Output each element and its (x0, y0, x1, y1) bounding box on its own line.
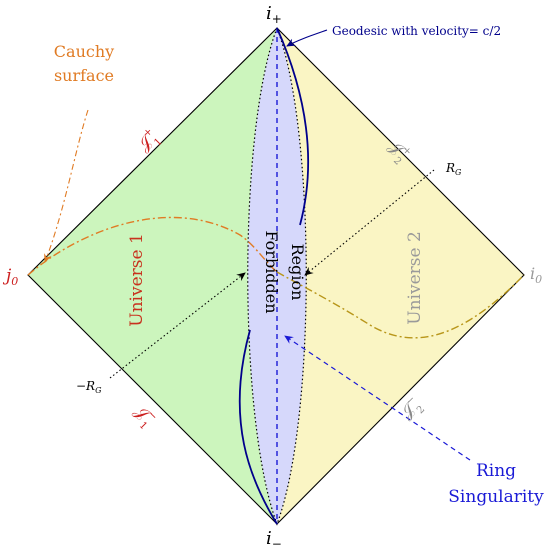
j0-left-label: j0 (2, 266, 18, 288)
ring-singularity-label-line2: Singularity (448, 487, 544, 507)
geodesic-upper (276, 27, 310, 226)
rg-negative-arrow (109, 272, 246, 379)
universe-1-label: Universe 1 (127, 233, 147, 327)
i-plus-label: i+ (266, 3, 282, 26)
cauchy-label-line1: Cauchy (54, 42, 114, 61)
rg-positive-label: RG (445, 161, 462, 177)
universe-2-region (277, 28, 524, 524)
region-label: Region (288, 244, 307, 301)
cauchy-surface-right (276, 271, 525, 339)
rg-negative-label: −RG (76, 379, 102, 395)
geodesic-lower (238, 329, 278, 525)
geodesic-pointer (286, 29, 328, 47)
universe-2-label: Universe 2 (405, 231, 425, 325)
ring-singularity-pointer (284, 335, 471, 461)
cauchy-label-line2: surface (54, 66, 114, 85)
forbidden-label: Forbidden (262, 230, 281, 313)
cauchy-pointer (44, 109, 89, 263)
scri-minus-1-label: 𝒥−1 (127, 401, 159, 433)
geodesic-label: Geodesic with velocity= c/2 (332, 24, 501, 38)
ring-singularity-label-line1: Ring (476, 461, 516, 481)
i-minus-label: i− (266, 528, 282, 550)
universe-1-region (28, 28, 277, 524)
i0-right-label: i0 (530, 264, 542, 286)
cauchy-surface-left (27, 216, 278, 276)
